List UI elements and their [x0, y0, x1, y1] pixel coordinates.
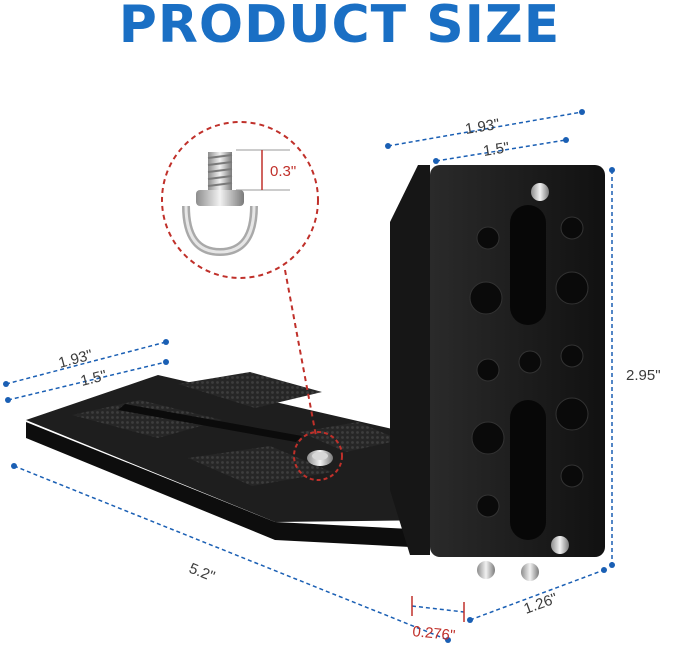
dimension-endpoints	[3, 109, 615, 643]
product-size-title: PRODUCT SIZE	[118, 0, 561, 55]
knurled-pad	[188, 446, 332, 486]
base-screw-callout-circle	[293, 431, 343, 481]
screw-detail-callout: 0.3"	[161, 121, 319, 437]
knurled-pad	[300, 422, 400, 452]
knurled-pad	[72, 400, 222, 438]
base-width-label: 1.93"	[57, 347, 95, 372]
screw-height-label: 0.3"	[270, 163, 296, 180]
vertical-plate	[390, 165, 605, 581]
vertical-slot-upper	[510, 205, 546, 325]
base-slot	[118, 404, 302, 442]
vertical-hole-span-label: 1.5"	[482, 139, 511, 160]
base-plate	[26, 372, 440, 548]
base-hole-span-label: 1.5"	[79, 367, 109, 390]
base-length-label: 5.2"	[187, 560, 218, 586]
vertical-top-width-label: 1.93"	[464, 116, 501, 138]
thickness-bracket	[411, 596, 465, 622]
plate-thickness-label: 0.276"	[412, 623, 456, 644]
knurled-pad	[178, 372, 322, 408]
vertical-slot-lower	[510, 400, 546, 540]
depth-label: 1.26"	[522, 590, 560, 618]
vertical-height-label: 2.95"	[626, 367, 661, 384]
vertical-plate-screws	[477, 183, 569, 581]
dimension-lines	[5, 111, 613, 641]
threaded-holes	[469, 216, 589, 518]
